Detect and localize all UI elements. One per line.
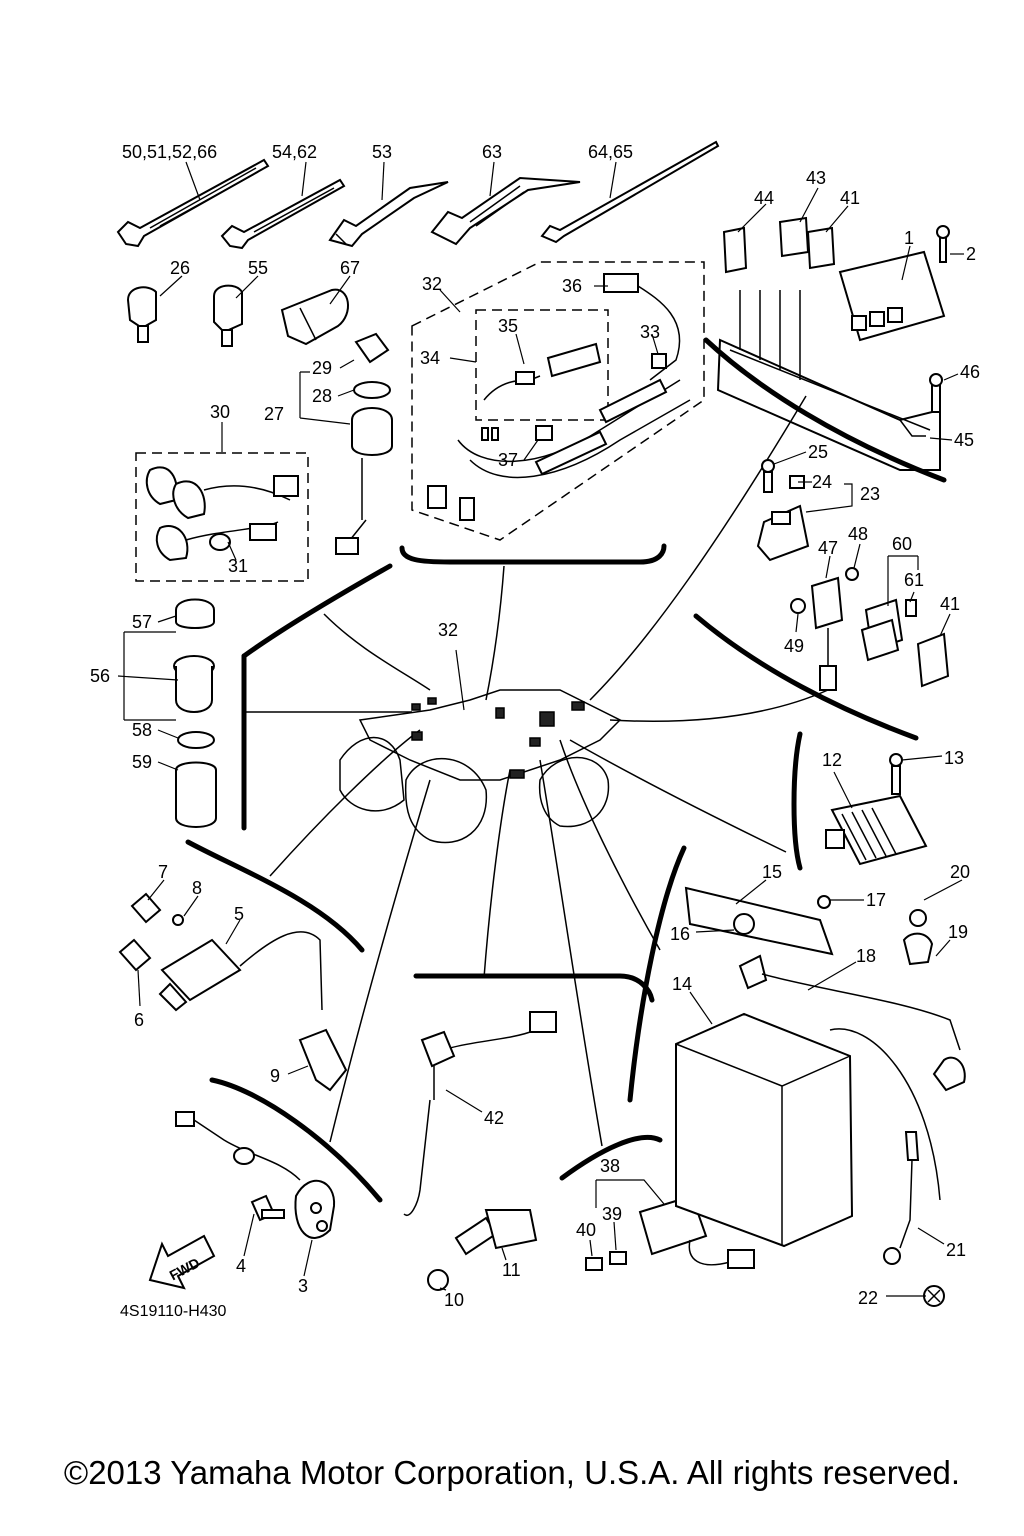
label-64: 64,65 xyxy=(588,142,633,162)
label-45: 45 xyxy=(954,430,974,450)
clamp-26 xyxy=(126,286,157,343)
label-9: 9 xyxy=(270,1066,280,1086)
label-57: 57 xyxy=(132,612,152,632)
label-53: 53 xyxy=(372,142,392,162)
ignition-coil-assembly xyxy=(118,892,348,1092)
label-28: 28 xyxy=(312,386,332,406)
relay-assembly xyxy=(756,459,950,691)
label-59: 59 xyxy=(132,752,152,772)
label-1: 1 xyxy=(904,228,914,248)
label-25: 25 xyxy=(808,442,828,462)
label-3: 3 xyxy=(298,1276,308,1296)
label-18: 18 xyxy=(856,946,876,966)
label-44: 44 xyxy=(754,188,774,208)
label-46: 46 xyxy=(960,362,980,382)
label-47: 47 xyxy=(818,538,838,558)
label-24: 24 xyxy=(812,472,832,492)
label-23: 23 xyxy=(860,484,880,504)
label-16: 16 xyxy=(670,924,690,944)
label-35: 35 xyxy=(498,316,518,336)
label-33: 33 xyxy=(640,322,660,342)
label-13: 13 xyxy=(944,748,964,768)
label-40: 40 xyxy=(576,1220,596,1240)
label-15: 15 xyxy=(762,862,782,882)
label-34: 34 xyxy=(420,348,440,368)
label-61: 61 xyxy=(904,570,924,590)
label-60: 60 xyxy=(892,534,912,554)
lighting-harness xyxy=(145,466,299,562)
label-41-top: 41 xyxy=(840,188,860,208)
callout-lines xyxy=(185,337,947,1203)
label-32-center: 32 xyxy=(438,620,458,640)
clamp-55 xyxy=(213,284,243,347)
wire-harness-32 xyxy=(427,273,691,521)
label-31: 31 xyxy=(228,556,248,576)
label-30: 30 xyxy=(210,402,230,422)
cable-tie-54 xyxy=(220,178,346,250)
label-58: 58 xyxy=(132,720,152,740)
label-43: 43 xyxy=(806,168,826,188)
cable-tie-53 xyxy=(328,181,449,248)
label-5: 5 xyxy=(234,904,244,924)
label-55: 55 xyxy=(248,258,268,278)
label-19: 19 xyxy=(948,922,968,942)
label-20: 20 xyxy=(950,862,970,882)
forward-arrow-icon xyxy=(148,1234,216,1290)
label-63: 63 xyxy=(482,142,502,162)
neutral-switch-assembly xyxy=(403,1011,557,1291)
rectifier-regulator xyxy=(825,753,928,866)
cable-tie-64 xyxy=(540,140,720,244)
label-7: 7 xyxy=(158,862,168,882)
label-67: 67 xyxy=(340,258,360,278)
label-42: 42 xyxy=(484,1108,504,1128)
label-2: 2 xyxy=(966,244,976,264)
copyright-notice: ©2013 Yamaha Motor Corporation, U.S.A. A… xyxy=(63,1454,961,1491)
diagram-code: 4S19110-H430 xyxy=(120,1303,227,1320)
group-box-32 xyxy=(411,261,705,541)
label-17: 17 xyxy=(866,890,886,910)
label-39: 39 xyxy=(602,1204,622,1224)
label-22: 22 xyxy=(858,1288,878,1308)
atv-body-outline xyxy=(339,689,622,844)
clamp-67 xyxy=(280,288,350,346)
label-4: 4 xyxy=(236,1256,246,1276)
group-box-34 xyxy=(475,309,609,421)
label-41-mid: 41 xyxy=(940,594,960,614)
leader-lines xyxy=(117,161,964,1297)
label-8: 8 xyxy=(192,878,202,898)
cable-tie-50 xyxy=(116,158,270,248)
label-32-top: 32 xyxy=(422,274,442,294)
label-49: 49 xyxy=(784,636,804,656)
label-54: 54,62 xyxy=(272,142,317,162)
label-11: 11 xyxy=(502,1260,521,1280)
battery-assembly xyxy=(675,886,966,1307)
label-36: 36 xyxy=(562,276,582,296)
label-29: 29 xyxy=(312,358,332,378)
power-outlet-assembly xyxy=(173,598,217,828)
ecu-bracket-assembly xyxy=(716,216,950,471)
label-50: 50,51,52,66 xyxy=(122,142,217,162)
label-10: 10 xyxy=(444,1290,464,1310)
label-26: 26 xyxy=(170,258,190,278)
label-27: 27 xyxy=(264,404,284,424)
label-12: 12 xyxy=(822,750,842,770)
label-21: 21 xyxy=(946,1240,966,1260)
label-6: 6 xyxy=(134,1010,144,1030)
sensor-assembly xyxy=(175,1111,336,1239)
cable-tie-63 xyxy=(430,176,581,246)
label-38: 38 xyxy=(600,1156,620,1176)
label-48: 48 xyxy=(848,524,868,544)
label-37: 37 xyxy=(498,450,518,470)
main-switch-assembly xyxy=(335,332,393,555)
group-box-30 xyxy=(135,452,309,582)
label-56: 56 xyxy=(90,666,110,686)
label-14: 14 xyxy=(672,974,692,994)
